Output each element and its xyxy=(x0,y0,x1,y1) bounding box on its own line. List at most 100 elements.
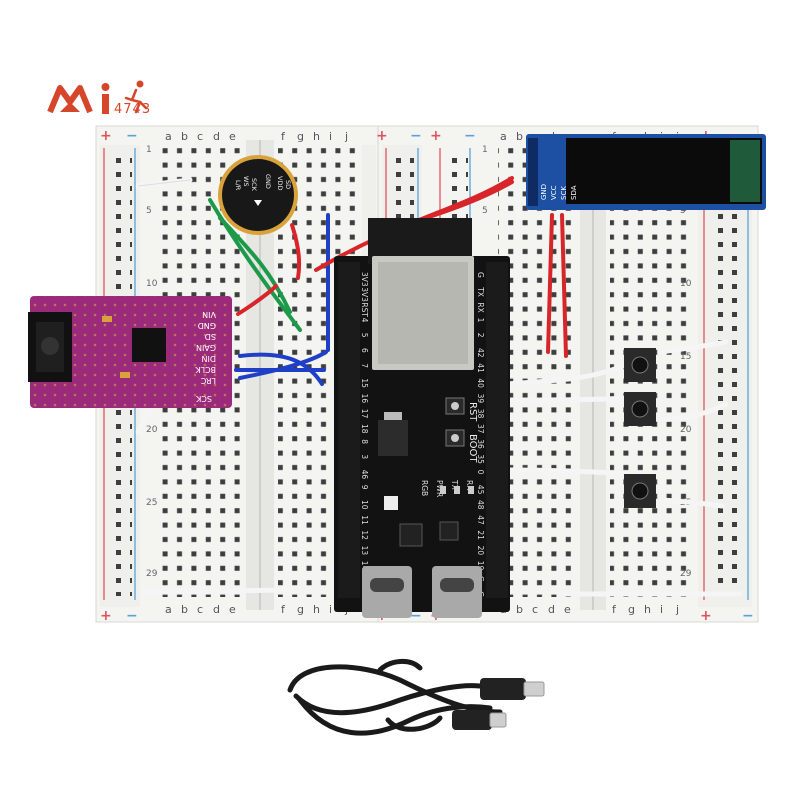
oled-pin-label: VCC xyxy=(550,185,558,200)
header-pin-label-left: 3V3 xyxy=(360,287,369,302)
column-letter: j xyxy=(675,603,679,616)
column-letter: g xyxy=(297,130,304,143)
header-pin-label-right: 38 xyxy=(476,409,485,419)
rail-minus-sign: − xyxy=(410,128,422,144)
rail-minus-sign: − xyxy=(742,608,754,624)
rail-plus-sign: + xyxy=(376,128,388,144)
amp-pin-label: SD xyxy=(205,332,216,341)
rail-plus-sign: + xyxy=(430,128,442,144)
esp32-dev-board: 3V33V3RST4567151617188346910111213145VG … xyxy=(334,218,510,618)
column-letter: i xyxy=(329,603,332,616)
column-letter: d xyxy=(548,603,555,616)
column-letter: a xyxy=(165,603,172,616)
oled-pin-label: SCK xyxy=(560,186,568,200)
header-pin-label-right: 47 xyxy=(476,515,485,525)
header-pin-label-left: 15 xyxy=(360,378,369,388)
header-pin-label-right: 41 xyxy=(476,363,485,373)
jumper-wires xyxy=(135,176,743,597)
column-letter: j xyxy=(344,130,348,143)
header-pin-label-left: RST xyxy=(360,302,369,317)
column-letter: c xyxy=(532,603,538,616)
amp-pin-label: DIN xyxy=(201,354,216,363)
column-letter: c xyxy=(197,603,203,616)
row-number: 25 xyxy=(146,498,157,508)
column-letter: g xyxy=(297,603,304,616)
row-number: 1 xyxy=(146,145,152,155)
led-label: RX xyxy=(465,480,474,490)
amp-pin-label: LRC xyxy=(200,376,216,385)
column-letter: b xyxy=(181,603,188,616)
column-letter: f xyxy=(281,603,286,616)
header-pin-label-right: 1 xyxy=(476,318,485,323)
column-letter: e xyxy=(564,603,571,616)
header-pin-label-left: 8 xyxy=(360,439,369,444)
mic-pin-label: L/R xyxy=(234,180,242,191)
amp-pin-label: GAIN xyxy=(196,343,216,352)
header-pin-label-right: 45 xyxy=(476,485,485,495)
mic-pin-label: GND xyxy=(264,174,272,189)
header-pin-label-right: 21 xyxy=(476,530,485,540)
rail-plus-sign: + xyxy=(700,608,712,624)
rail-minus-sign: − xyxy=(126,608,138,624)
oled-pin-label: GND xyxy=(540,184,548,200)
led-label: RGB xyxy=(420,480,429,496)
column-letter: a xyxy=(500,130,507,143)
row-number: 15 xyxy=(680,352,691,362)
tactile-buttons xyxy=(624,348,656,508)
row-number: 10 xyxy=(680,279,692,289)
column-letter: a xyxy=(165,130,172,143)
amp-pin-label: SCK xyxy=(195,394,212,403)
rail-minus-sign: − xyxy=(410,608,422,624)
header-pin-label-right: 48 xyxy=(476,500,485,510)
row-number: 1 xyxy=(482,145,488,155)
column-letter: e xyxy=(229,130,236,143)
header-pin-label-left: 13 xyxy=(360,546,369,556)
column-letter: h xyxy=(644,603,651,616)
header-pin-label-left: 9 xyxy=(360,485,369,490)
column-letter: d xyxy=(213,130,220,143)
mic-pin-label: SCK xyxy=(250,178,258,192)
header-pin-label-right: 0 xyxy=(476,470,485,475)
board-button-label: BOOT xyxy=(467,434,478,463)
rail-plus-sign: + xyxy=(100,608,112,624)
column-letter: e xyxy=(229,603,236,616)
rail-minus-sign: − xyxy=(126,128,138,144)
watermark-number: 4743 xyxy=(114,102,152,117)
column-letter: b xyxy=(516,130,523,143)
rail-minus-sign: − xyxy=(464,128,476,144)
usb-c-cable xyxy=(287,659,545,736)
row-number: 5 xyxy=(146,206,152,216)
led-label: TX xyxy=(450,479,459,490)
row-number: 10 xyxy=(146,279,158,289)
column-letter: d xyxy=(213,603,220,616)
row-number: 5 xyxy=(482,206,488,216)
header-pin-label-right: TX xyxy=(476,286,485,297)
header-pin-label-left: 3 xyxy=(360,454,369,459)
column-letter: f xyxy=(612,603,617,616)
header-pin-label-left: 6 xyxy=(360,348,369,353)
rail-plus-sign: + xyxy=(100,128,112,144)
header-pin-label-left: 3V3 xyxy=(360,272,369,287)
mic-pin-label: VDD xyxy=(276,176,284,190)
watermark-logo xyxy=(46,78,186,122)
led-label: PWR xyxy=(435,480,444,497)
header-pin-label-right: 19 xyxy=(476,561,485,571)
header-pin-label-left: 12 xyxy=(360,530,369,540)
header-pin-label-right: 39 xyxy=(476,394,485,404)
column-letter: h xyxy=(313,603,320,616)
header-pin-label-right: 40 xyxy=(476,378,485,388)
amp-pin-label: BCLK xyxy=(195,365,216,374)
oled-pin-label: SDA xyxy=(570,185,578,200)
mic-pin-label: SD xyxy=(284,180,292,189)
row-number: 5 xyxy=(680,206,686,216)
column-letter: c xyxy=(197,130,203,143)
header-pin-label-left: 46 xyxy=(360,470,369,480)
header-pin-label-right: 35 xyxy=(476,454,485,464)
column-letter: h xyxy=(313,130,320,143)
header-pin-label-left: 7 xyxy=(360,363,369,368)
header-pin-label-right: 37 xyxy=(476,424,485,434)
row-number: 20 xyxy=(146,425,158,435)
